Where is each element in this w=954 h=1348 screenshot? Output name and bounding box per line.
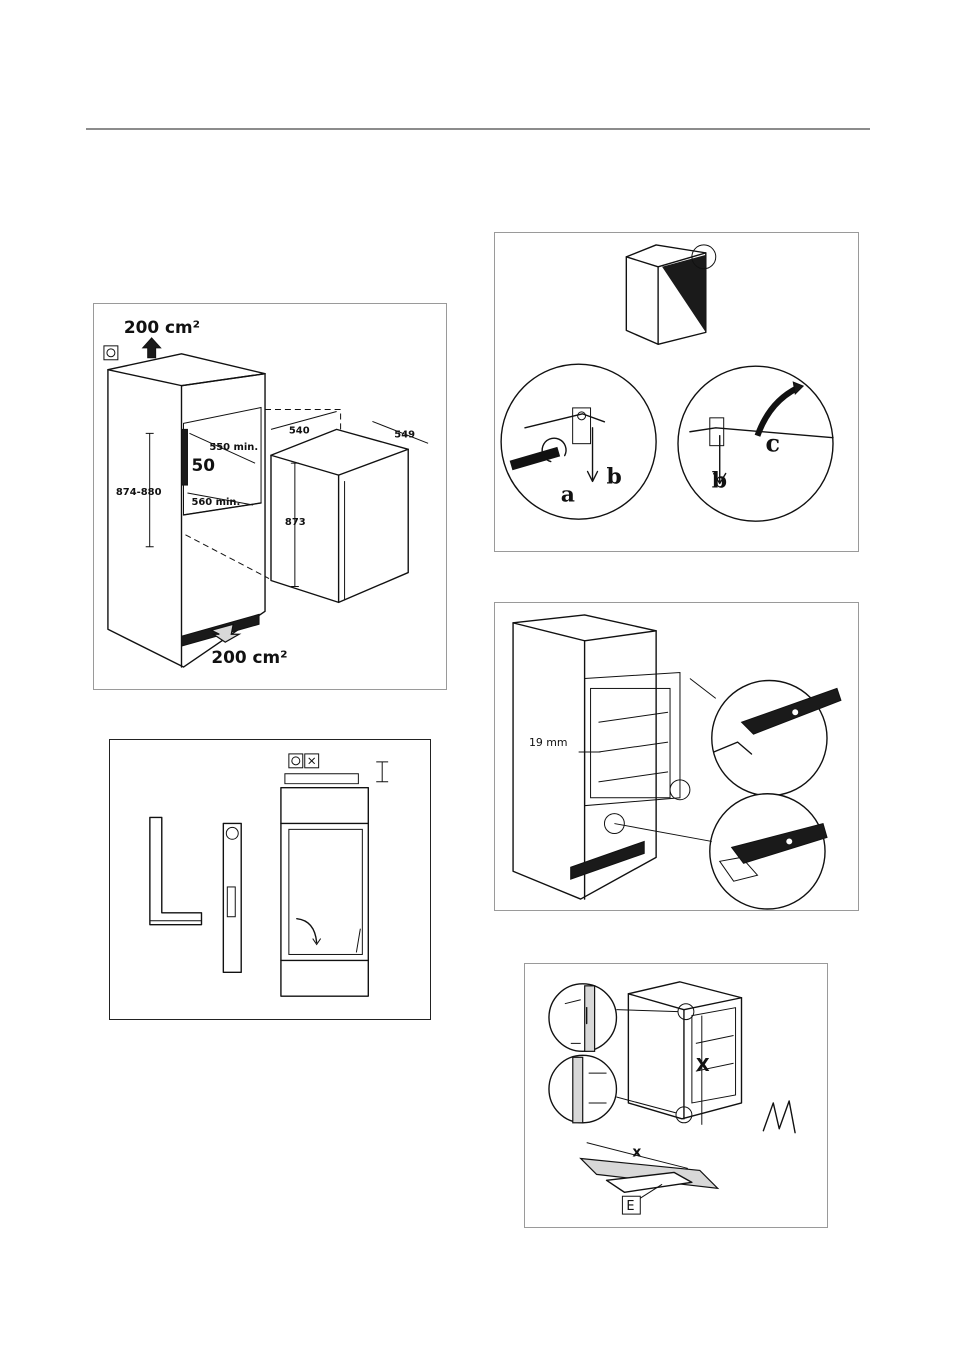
figure-door-mounting: 19 mm <box>494 602 859 911</box>
angle-bracket-icon <box>149 816 203 926</box>
gap-label: 50 <box>191 455 215 475</box>
cabinet-outline <box>627 981 743 1120</box>
part-label: E <box>626 1199 634 1214</box>
tool-handle-icon-2 <box>730 822 828 864</box>
distance-label: 19 mm <box>529 736 568 749</box>
unit-depth-label: 540 <box>289 425 310 436</box>
appliance-outline <box>270 428 409 604</box>
detail-circle-upper <box>548 983 618 1053</box>
vent-top-label: 200 cm² <box>124 317 200 337</box>
profile-strip <box>222 822 242 974</box>
step-a-label: a <box>561 481 575 507</box>
installation-drawing: 200 cm² 200 cm² 874-880 550 min. 50 560 … <box>103 317 429 668</box>
figure-door-hinge: b a b c <box>494 232 859 552</box>
niche-cabinet <box>280 786 369 997</box>
depth-min-top-label: 550 min. <box>209 442 258 453</box>
vent-bottom-label: 200 cm² <box>211 647 287 667</box>
step-c-label: c <box>765 430 780 458</box>
vent-channel <box>181 428 188 486</box>
angle-arrow-right <box>355 928 361 953</box>
figure-door-alignment: X x E <box>524 963 828 1228</box>
unit-width-label: 549 <box>394 429 415 440</box>
support-legs-icon <box>762 1100 796 1134</box>
detail-circle-left <box>500 363 657 520</box>
measure-ruler-label: x <box>632 1145 641 1161</box>
header-rule <box>86 128 870 130</box>
unit-height-label: 873 <box>285 517 306 528</box>
figure-installation-dimensions: 200 cm² 200 cm² 874-880 550 min. 50 560 … <box>93 303 447 690</box>
door-mounting-drawing: 19 mm <box>512 614 842 910</box>
depth-min-bottom-label: 560 min. <box>191 497 240 508</box>
airflow-up-arrow-icon <box>141 337 162 359</box>
airflow-bottom-arrow-icon <box>209 623 242 643</box>
detail-circle-right <box>677 365 834 522</box>
socket-icon <box>288 753 304 769</box>
plug-icon <box>304 753 320 769</box>
part-label-box <box>621 1195 641 1215</box>
niche-check-drawing <box>149 753 389 997</box>
step-b-left-label: b <box>606 463 621 489</box>
figure-niche-check <box>109 739 431 1020</box>
door-alignment-drawing: X x E <box>548 981 796 1215</box>
tool-blade-icon <box>605 1171 693 1193</box>
tool-handle-icon <box>740 687 842 735</box>
door-hinge-drawing: b a b c <box>500 244 834 522</box>
socket-icon <box>103 345 119 361</box>
detail-highlight-circle <box>691 244 717 270</box>
step-b-right-label: b <box>712 467 727 493</box>
measure-vertical-label: X <box>696 1055 710 1076</box>
angle-arrow-left <box>296 918 318 944</box>
niche-height-label: 874-880 <box>116 487 162 498</box>
